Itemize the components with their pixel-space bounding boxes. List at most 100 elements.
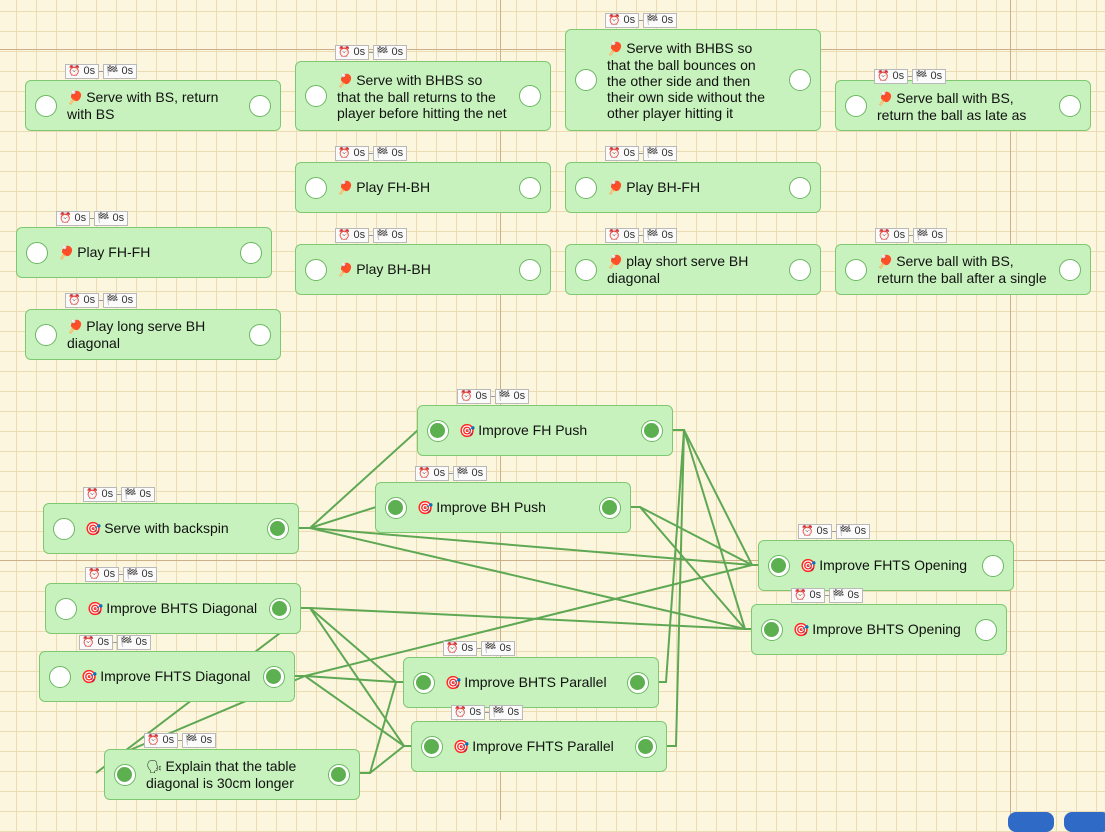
output-port[interactable]: [519, 258, 541, 281]
finish-badge: 🏁0s: [99, 293, 138, 308]
finish-badge: 🏁0s: [825, 588, 864, 603]
timer-badge: ⏰0s: [457, 389, 492, 404]
output-port[interactable]: [789, 258, 811, 281]
timer-badge: ⏰0s: [605, 228, 640, 243]
output-port[interactable]: [789, 176, 811, 199]
checkered-flag-icon: 🏁: [646, 148, 659, 159]
goal-node[interactable]: ⏰0s 🏁0s 🎯Improve BHTS Diagonal: [45, 567, 301, 634]
input-port[interactable]: [305, 176, 327, 199]
input-port[interactable]: [35, 323, 57, 346]
checkered-flag-icon: 🏁: [498, 391, 511, 402]
input-port[interactable]: [413, 671, 435, 694]
connection-line[interactable]: [290, 506, 383, 529]
input-port[interactable]: [761, 618, 783, 641]
finish-badge: 🏁0s: [369, 45, 408, 60]
input-port[interactable]: [768, 554, 790, 577]
goal-node[interactable]: ⏰0s 🏁0s 🎯Improve FHTS Diagonal: [39, 635, 295, 702]
input-port[interactable]: [305, 85, 327, 107]
task-node[interactable]: ⏰0s 🏁0s 🏓Play FH-BH: [295, 146, 551, 213]
task-node[interactable]: 🏓Serve ball with BS, return the ball as …: [835, 80, 1091, 131]
input-port[interactable]: [385, 496, 407, 519]
node-label: Play long serve BH diagonal: [67, 318, 206, 351]
goal-node[interactable]: ⏰0s 🏁0s 🎯Improve FH Push: [417, 389, 673, 456]
info-node[interactable]: ⏰0s 🏁0s 🗣Explain that the table diagonal…: [104, 733, 360, 800]
input-port[interactable]: [305, 258, 327, 281]
input-port[interactable]: [845, 94, 867, 117]
output-port[interactable]: [599, 496, 621, 519]
alarm-clock-icon: ⏰: [86, 489, 99, 500]
output-port[interactable]: [1059, 258, 1081, 281]
connection-line[interactable]: [292, 607, 411, 683]
input-port[interactable]: [845, 258, 867, 281]
task-node[interactable]: ⏰0s 🏁0s 🏓play short serve BH diagonal: [565, 228, 821, 295]
goal-node[interactable]: ⏰0s 🏁0s 🎯Improve BHTS Parallel: [403, 641, 659, 708]
output-port[interactable]: [269, 597, 291, 620]
input-port[interactable]: [55, 597, 77, 620]
input-port[interactable]: [49, 665, 71, 688]
output-port[interactable]: [240, 241, 262, 264]
task-node[interactable]: ⏰0s 🏁0s 🏓Serve with BHBS so that the bal…: [565, 13, 821, 131]
alarm-clock-icon: ⏰: [877, 71, 890, 82]
output-port[interactable]: [982, 554, 1004, 577]
goal-node[interactable]: ⏰0s 🏁0s 🎯Improve BH Push: [375, 466, 631, 533]
timer-badge: ⏰0s: [605, 13, 640, 28]
input-port[interactable]: [53, 517, 75, 540]
input-port[interactable]: [575, 69, 597, 91]
connection-line[interactable]: [285, 675, 419, 747]
output-port[interactable]: [328, 763, 350, 786]
input-port[interactable]: [427, 419, 449, 442]
connection-line[interactable]: [664, 429, 759, 630]
node-badges: ⏰0s 🏁0s: [335, 146, 408, 161]
input-port[interactable]: [114, 763, 136, 786]
connection-line[interactable]: [658, 429, 686, 747]
output-port[interactable]: [789, 69, 811, 91]
alarm-clock-icon: ⏰: [460, 391, 473, 402]
connection-line[interactable]: [350, 745, 419, 774]
task-node[interactable]: ⏰0s 🏁0s 🏓Play FH-FH: [16, 211, 272, 278]
input-port[interactable]: [26, 241, 48, 264]
connection-line[interactable]: [290, 527, 759, 630]
output-port[interactable]: [975, 618, 997, 641]
alarm-clock-icon: ⏰: [418, 468, 431, 479]
output-port[interactable]: [641, 419, 663, 442]
output-port[interactable]: [635, 735, 657, 758]
task-node[interactable]: ⏰0s 🏁0s 🏓Serve with BHBS so that the bal…: [295, 45, 551, 131]
finish-badge: 🏁0s: [117, 487, 156, 502]
output-port[interactable]: [267, 517, 289, 540]
connection-line[interactable]: [290, 527, 766, 566]
output-port[interactable]: [519, 176, 541, 199]
node-label: Improve BHTS Opening: [812, 621, 961, 637]
output-port[interactable]: [249, 323, 271, 346]
node-badges: ⏰0s 🏁0s: [335, 228, 408, 243]
output-port[interactable]: [263, 665, 285, 688]
task-node[interactable]: ⏰0s 🏁0s 🏓Play BH-BH: [295, 228, 551, 295]
timer-badge: ⏰0s: [65, 293, 100, 308]
checkered-flag-icon: 🏁: [915, 71, 928, 82]
floating-action-button[interactable]: [1008, 812, 1054, 832]
input-port[interactable]: [35, 94, 57, 117]
output-port[interactable]: [1059, 94, 1081, 117]
node-badges: ⏰0s 🏁0s: [875, 228, 948, 243]
connection-line[interactable]: [292, 607, 759, 630]
goal-node[interactable]: ⏰0s 🏁0s 🎯Improve BHTS Opening: [751, 588, 1007, 655]
finish-badge: 🏁0s: [477, 641, 516, 656]
node-label: Improve BHTS Diagonal: [106, 600, 258, 616]
task-node[interactable]: ⏰0s 🏁0s 🏓Play long serve BH diagonal: [25, 293, 281, 360]
task-node[interactable]: ⏰0s 🏁0s 🏓Serve ball with BS, return the …: [835, 228, 1091, 295]
input-port[interactable]: [575, 258, 597, 281]
task-node[interactable]: ⏰0s 🏁0s 🏓Play BH-FH: [565, 146, 821, 213]
output-port[interactable]: [249, 94, 271, 117]
goal-node[interactable]: ⏰0s 🏁0s 🎯Improve FHTS Opening: [758, 524, 1014, 591]
output-port[interactable]: [519, 85, 541, 107]
goal-node[interactable]: ⏰0s 🏁0s 🎯Improve FHTS Parallel: [411, 705, 667, 772]
output-port[interactable]: [627, 671, 649, 694]
checkered-flag-icon: 🏁: [916, 230, 929, 241]
input-port[interactable]: [421, 735, 443, 758]
node-badges: ⏰0s 🏁0s: [65, 293, 138, 308]
goal-node[interactable]: ⏰0s 🏁0s 🎯Serve with backspin: [43, 487, 299, 554]
task-node[interactable]: ⏰0s 🏁0s 🏓Serve with BS, return with BS: [25, 64, 281, 131]
floating-action-button[interactable]: [1064, 812, 1105, 832]
finish-badge: 🏁0s: [99, 64, 138, 79]
input-port[interactable]: [575, 176, 597, 199]
timer-badge: ⏰0s: [144, 733, 179, 748]
